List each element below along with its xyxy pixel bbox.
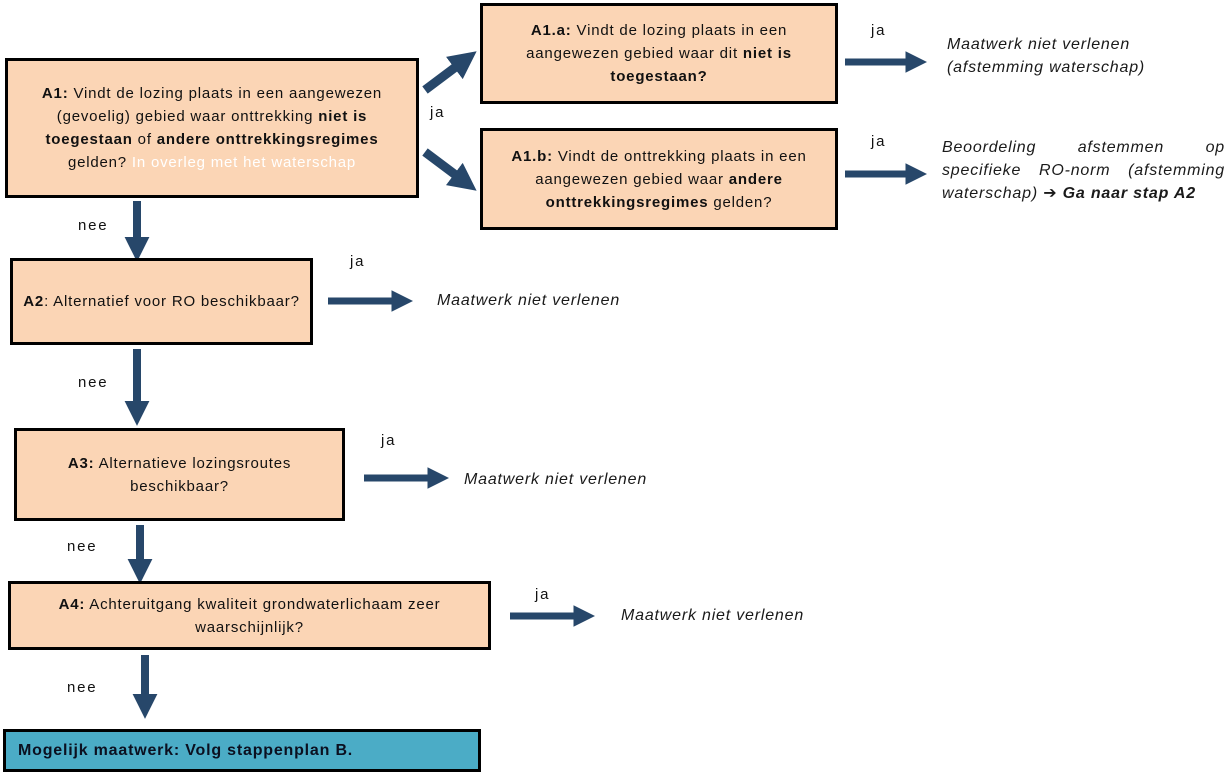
box-final-text: Mogelijk maatwerk: Volg stappenplan B. bbox=[18, 742, 354, 759]
box-a1b-text: A1.b: Vindt de onttrekking plaats in een… bbox=[511, 147, 807, 211]
label-ja-a4: ja bbox=[535, 586, 551, 603]
flowchart-box-a3: A3: Alternatieve lozingsroutes beschikba… bbox=[14, 428, 345, 521]
flowchart-box-a2: A2: Alternatief voor RO beschikbaar? bbox=[10, 258, 313, 345]
outcome-a2-ja: Maatwerk niet verlenen bbox=[437, 292, 621, 309]
label-nee-a4: nee bbox=[67, 679, 98, 696]
box-a1-text: A1: Vindt de lozing plaats in een aangew… bbox=[41, 85, 383, 171]
box-a4-text: A4: Achteruitgang kwaliteit grondwaterli… bbox=[58, 595, 441, 636]
box-a3-text: A3: Alternatieve lozingsroutes beschikba… bbox=[67, 454, 292, 495]
box-a2-text: A2: Alternatief voor RO beschikbaar? bbox=[23, 293, 300, 310]
label-ja-a2: ja bbox=[350, 253, 366, 270]
flowchart-box-a4: A4: Achteruitgang kwaliteit grondwaterli… bbox=[8, 581, 491, 650]
outcome-a1a-ja: Maatwerk niet verlenen (afstemming water… bbox=[947, 36, 1146, 76]
flowchart-box-a1a: A1.a: Vindt de lozing plaats in een aang… bbox=[480, 3, 838, 104]
label-ja-a1a: ja bbox=[871, 22, 887, 39]
label-ja-a1-branch: ja bbox=[430, 104, 446, 121]
flowchart-box-a1b: A1.b: Vindt de onttrekking plaats in een… bbox=[480, 128, 838, 230]
outcome-a3-ja: Maatwerk niet verlenen bbox=[464, 471, 648, 488]
label-ja-a1b: ja bbox=[871, 133, 887, 150]
flowchart-box-final: Mogelijk maatwerk: Volg stappenplan B. bbox=[3, 729, 481, 772]
outcome-a1b-ja: Beoordeling afstemmen op specifieke RO-n… bbox=[942, 139, 1225, 202]
flowchart-box-a1: A1: Vindt de lozing plaats in een aangew… bbox=[5, 58, 419, 198]
box-a1a-text: A1.a: Vindt de lozing plaats in een aang… bbox=[526, 22, 792, 85]
label-ja-a3: ja bbox=[381, 432, 397, 449]
arrow-a1-to-a1a bbox=[422, 51, 477, 94]
outcome-a4-ja: Maatwerk niet verlenen bbox=[621, 607, 805, 624]
arrow-a1-to-a1b bbox=[422, 148, 477, 191]
label-nee-a1: nee bbox=[78, 217, 109, 234]
label-nee-a3: nee bbox=[67, 538, 98, 555]
label-nee-a2: nee bbox=[78, 374, 109, 391]
